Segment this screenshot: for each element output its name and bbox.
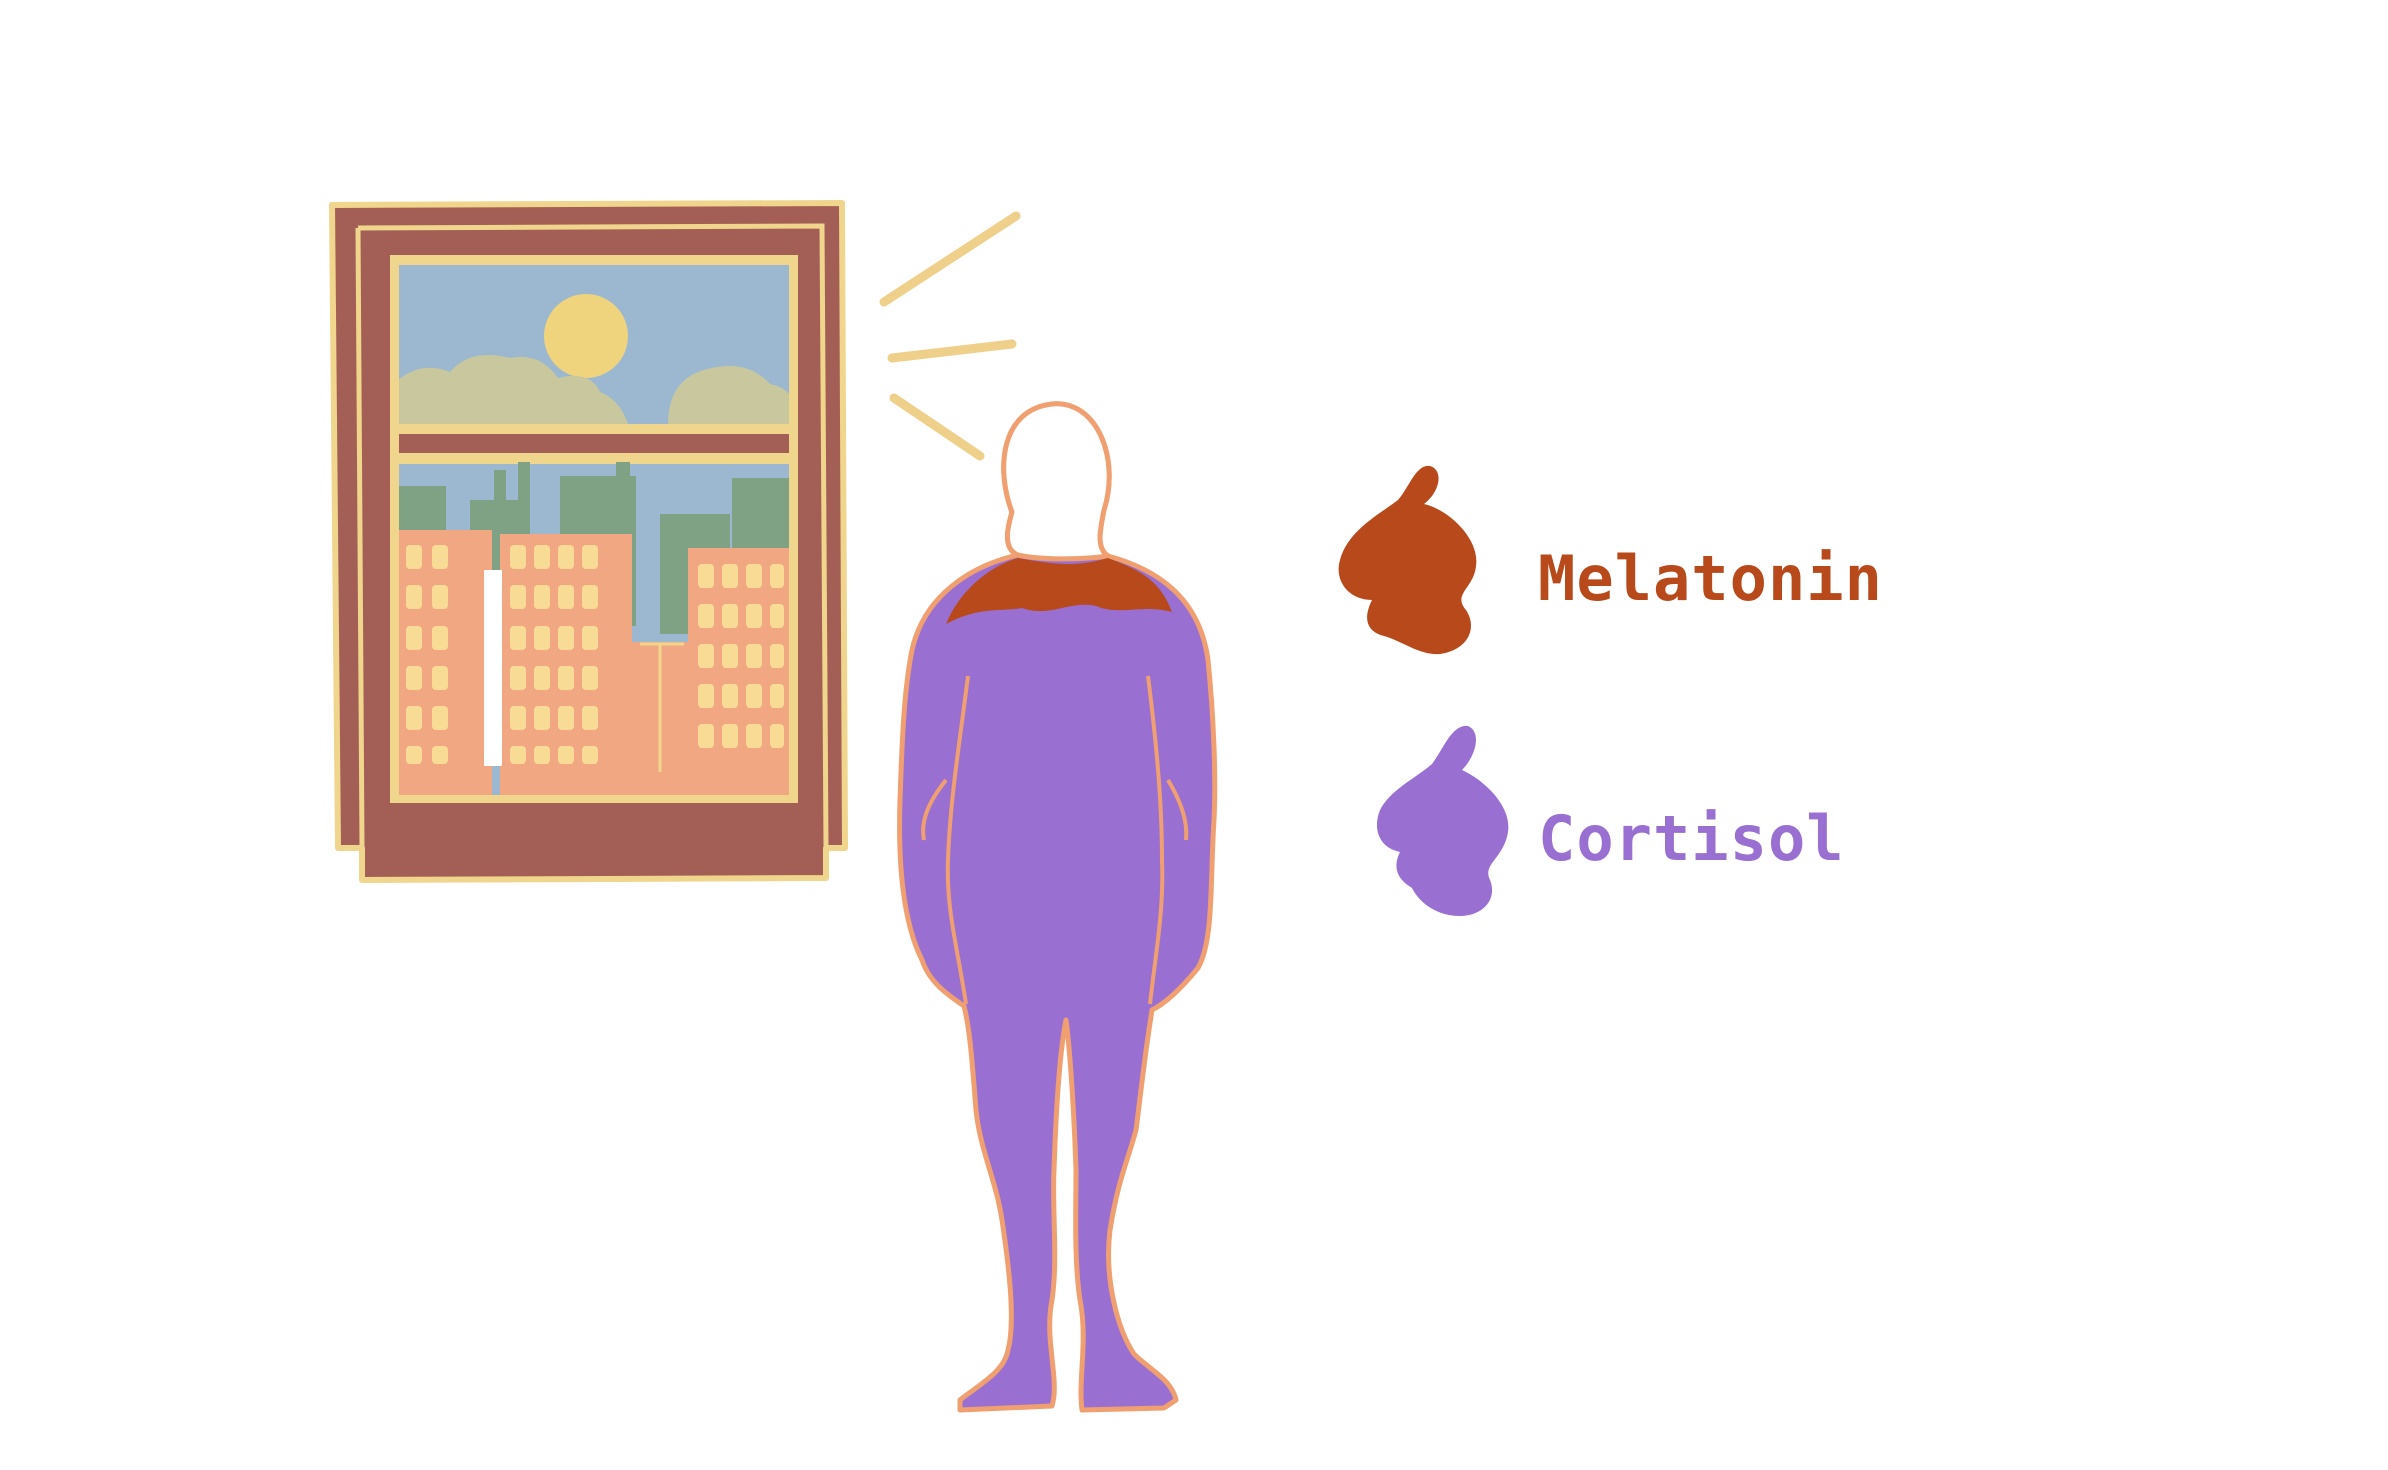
cortisol-label: Cortisol (1538, 802, 1845, 875)
melatonin-label: Melatonin (1538, 542, 1883, 615)
window-icon (329, 200, 848, 883)
cloud-icon (396, 355, 628, 424)
cloud-icon (668, 366, 792, 424)
building-windows (406, 545, 784, 764)
light-rays-icon (879, 211, 1021, 461)
sun-icon (544, 294, 628, 378)
melatonin-swatch (1338, 465, 1477, 655)
cortisol-swatch (1376, 725, 1509, 916)
person-icon (897, 401, 1218, 1413)
